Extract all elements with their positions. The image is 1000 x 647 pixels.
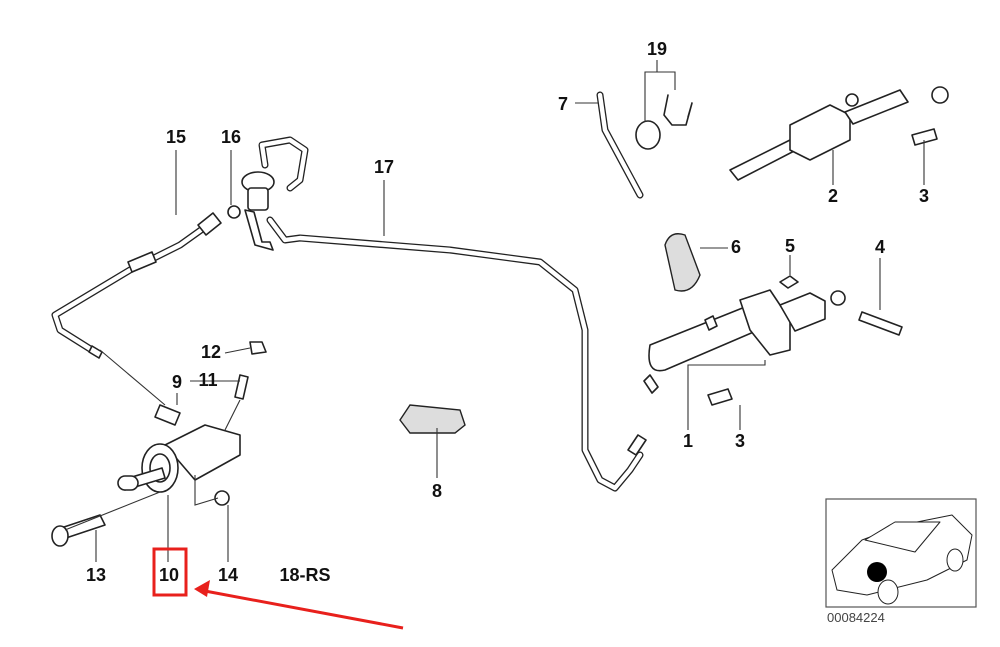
- leader-lines: [64, 60, 925, 562]
- inset-code: 00084224: [827, 610, 885, 625]
- connector-9: [154, 404, 181, 426]
- hydraulic-line-15: [51, 212, 222, 359]
- vehicle-locator-inset: 00084224: [825, 498, 977, 625]
- bolt-3a: [911, 128, 938, 146]
- label-9[interactable]: 9: [172, 372, 182, 392]
- label-10[interactable]: 10: [159, 565, 179, 585]
- highlight-arrow: [194, 580, 404, 630]
- label-11[interactable]: 11: [198, 370, 217, 390]
- label-13[interactable]: 13: [86, 565, 106, 585]
- part-labels: 1 2 3 3 4 5 6 7 8 9 10 11 12 13 14 15 16…: [86, 39, 929, 585]
- label-19[interactable]: 19: [647, 39, 667, 59]
- pressure-damper-16: [227, 136, 309, 251]
- nut-14: [214, 490, 230, 506]
- label-8[interactable]: 8: [432, 481, 442, 501]
- nut-5: [779, 275, 799, 289]
- slave-cylinder-10: [117, 424, 241, 493]
- label-1[interactable]: 1: [683, 431, 693, 451]
- master-cylinder-2: [729, 86, 949, 181]
- label-3-upper[interactable]: 3: [919, 186, 929, 206]
- label-5[interactable]: 5: [785, 236, 795, 256]
- label-4[interactable]: 4: [875, 237, 885, 257]
- label-16[interactable]: 16: [221, 127, 241, 147]
- pin-4: [858, 311, 903, 336]
- clutch-master-cylinder-1: [643, 289, 846, 394]
- label-7[interactable]: 7: [558, 94, 568, 114]
- label-2[interactable]: 2: [828, 186, 838, 206]
- label-14[interactable]: 14: [218, 565, 238, 585]
- bleeder-11: [234, 374, 249, 400]
- label-15[interactable]: 15: [166, 127, 186, 147]
- label-17[interactable]: 17: [374, 157, 394, 177]
- highlight-box: [152, 547, 188, 597]
- hydraulic-line-17: [266, 216, 647, 492]
- cap-12: [249, 341, 267, 355]
- bolt-3b: [707, 388, 733, 406]
- label-6[interactable]: 6: [731, 237, 741, 257]
- clip-19: [663, 94, 693, 126]
- label-3-lower[interactable]: 3: [735, 431, 745, 451]
- label-18-rs[interactable]: 18-RS: [279, 565, 330, 585]
- o-ring-19: [635, 120, 661, 150]
- label-12[interactable]: 12: [201, 342, 221, 362]
- dust-boot-6: [664, 233, 701, 292]
- bracket-8: [399, 404, 466, 434]
